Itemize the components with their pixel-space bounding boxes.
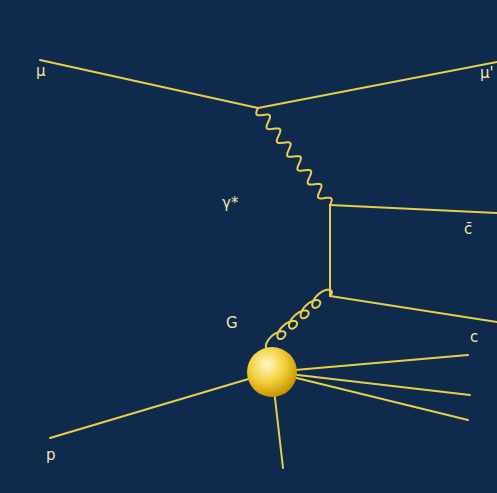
particle-label: c̄ [464, 222, 472, 237]
particle-label: p [46, 448, 56, 463]
quark-propagator [329, 205, 331, 296]
particle-label: c [470, 330, 478, 345]
particle-label: γ* [222, 196, 238, 211]
charm-line [330, 296, 497, 322]
muon-in [40, 60, 258, 108]
remnant-line [272, 355, 468, 372]
particle-label: μ' [480, 66, 494, 81]
remnant-line [272, 372, 470, 395]
gluon-line [266, 290, 332, 350]
muon-out [258, 62, 497, 108]
anticharm-line [330, 205, 497, 213]
particle-label: G [226, 316, 238, 331]
particle-label: μ [36, 64, 46, 79]
proton-in [50, 372, 272, 438]
photon-line [256, 108, 332, 205]
proton-blob [247, 347, 297, 397]
remnant-line [272, 372, 468, 420]
